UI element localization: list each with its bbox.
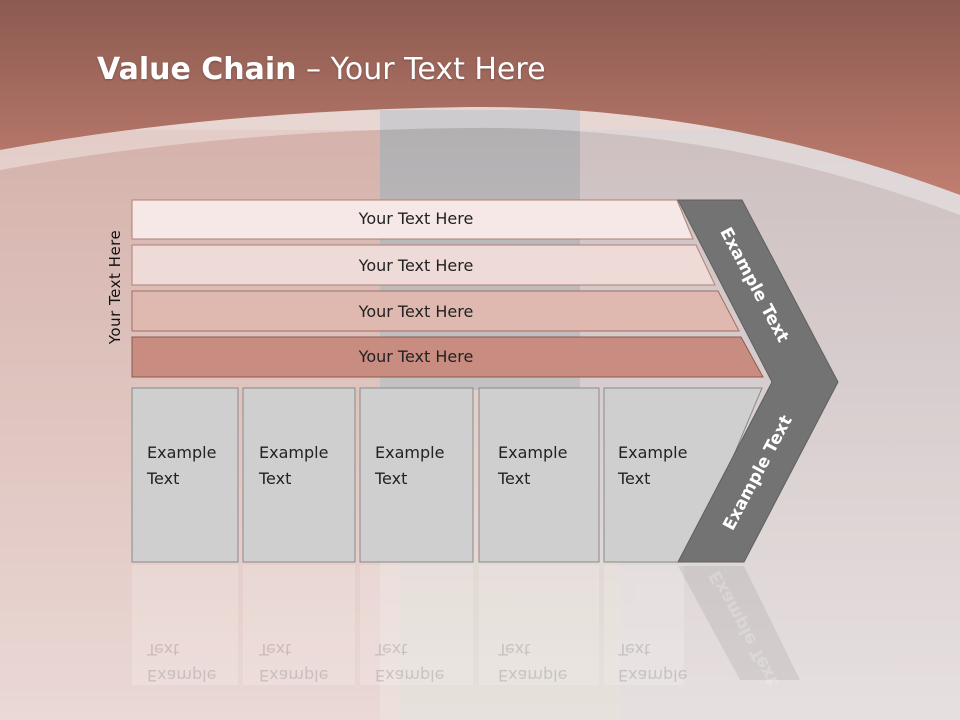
column-3-reflection-line2: Text xyxy=(375,640,408,659)
column-2-line2: Text xyxy=(259,469,292,488)
bar-1-label: Your Text Here xyxy=(358,209,474,228)
column-3-text: Example Text xyxy=(375,440,444,492)
column-1-line1: Example xyxy=(147,443,217,462)
side-label: Your Text Here xyxy=(106,229,124,345)
bar-group xyxy=(131,199,764,378)
column-2-text: Example Text xyxy=(259,440,328,492)
column-4-line2: Text xyxy=(498,469,531,488)
column-4 xyxy=(478,387,600,563)
column-group xyxy=(131,387,763,563)
column-5-reflection-line2: Text xyxy=(618,640,651,659)
column-2 xyxy=(242,387,356,563)
column-1-text: Example Text xyxy=(147,440,216,492)
column-5-reflection-line1: Example xyxy=(618,666,688,685)
bar-4 xyxy=(131,336,764,378)
column-3-line2: Text xyxy=(375,469,408,488)
column-1-reflection-line2: Text xyxy=(147,640,180,659)
bar-4-label: Your Text Here xyxy=(358,347,474,366)
column-3-reflection: Example Text xyxy=(375,636,444,688)
column-1 xyxy=(131,387,239,563)
column-3 xyxy=(359,387,474,563)
bar-1 xyxy=(131,199,694,240)
title-rest: – Your Text Here xyxy=(296,52,546,87)
slide-title: Value Chain – Your Text Here xyxy=(97,52,546,87)
column-4-reflection-line2: Text xyxy=(498,640,531,659)
column-5-text: Example Text xyxy=(618,440,687,492)
column-2-reflection-line1: Example xyxy=(259,666,329,685)
title-bold: Value Chain xyxy=(97,52,297,87)
column-4-reflection-line1: Example xyxy=(498,666,568,685)
column-2-reflection: Example Text xyxy=(259,636,328,688)
column-5-line1: Example xyxy=(618,443,688,462)
column-1-reflection-line1: Example xyxy=(147,666,217,685)
column-1-line2: Text xyxy=(147,469,180,488)
column-3-line1: Example xyxy=(375,443,445,462)
column-2-line1: Example xyxy=(259,443,329,462)
bar-3 xyxy=(131,290,740,332)
column-4-reflection: Example Text xyxy=(498,636,567,688)
bar-2 xyxy=(131,244,716,286)
chevron-arrow xyxy=(677,199,839,563)
column-1-reflection: Example Text xyxy=(147,636,216,688)
header-band xyxy=(0,0,960,195)
column-4-text: Example Text xyxy=(498,440,567,492)
column-5-line2: Text xyxy=(618,469,651,488)
bar-3-label: Your Text Here xyxy=(358,302,474,321)
column-5-reflection: Example Text xyxy=(618,636,687,688)
column-2-reflection-line2: Text xyxy=(259,640,292,659)
column-4-line1: Example xyxy=(498,443,568,462)
bar-2-label: Your Text Here xyxy=(358,256,474,275)
column-3-reflection-line1: Example xyxy=(375,666,445,685)
